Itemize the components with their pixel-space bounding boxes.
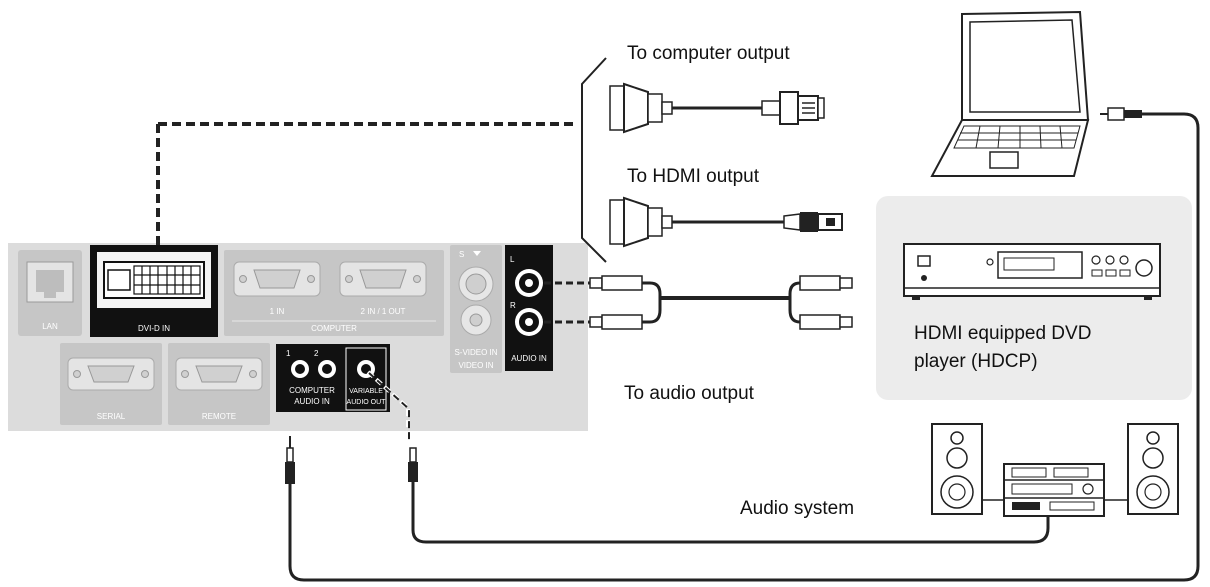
audio-jack-panel: 1 2 COMPUTER AUDIO IN VARIABLE AUDIO OUT <box>276 344 390 412</box>
dvd-player-label-line2: player (HDCP) <box>914 351 1038 372</box>
variable-audio-out-label-2: AUDIO OUT <box>347 399 387 406</box>
hdmi-output-label: To HDMI output <box>627 166 760 187</box>
audio-in-ports: L R AUDIO IN <box>505 245 553 371</box>
right-speaker-icon <box>1127 423 1179 515</box>
stereo-unit-icon <box>1003 463 1105 517</box>
computer-1-in-port: 1 IN <box>233 261 321 316</box>
video-in-label: VIDEO IN <box>458 361 493 370</box>
dvd-player-icon <box>903 243 1161 300</box>
jack-1-label: 1 <box>286 349 291 358</box>
s-video-video-ports: S S-VIDEO IN VIDEO IN <box>450 245 502 373</box>
computer-audio-in-label-1: COMPUTER <box>289 386 335 395</box>
dvi-to-hdmi-cable <box>609 196 843 248</box>
computer-ports: 1 IN 2 IN / 1 OUT COMPUTER <box>224 250 444 336</box>
s-label: S <box>459 250 464 259</box>
audio-system-icon <box>931 423 1179 517</box>
computer-audio-in-label-2: AUDIO IN <box>294 397 330 406</box>
computer-1-in-label: 1 IN <box>270 307 285 316</box>
audio-l-label: L <box>510 255 515 264</box>
audio-r-label: R <box>510 301 516 310</box>
serial-port: SERIAL <box>60 343 162 425</box>
dvi-pin-grid <box>133 265 201 295</box>
rca-audio-cable <box>544 275 853 330</box>
serial-label: SERIAL <box>97 412 126 421</box>
remote-label: REMOTE <box>202 412 236 421</box>
dvi-d-in-label: DVI-D IN <box>138 324 170 333</box>
dvd-player-label-line1: HDMI equipped DVD <box>914 323 1091 344</box>
computer-label: COMPUTER <box>311 324 357 333</box>
audio-output-label: To audio output <box>624 383 755 404</box>
dvi-d-in-port: DVI-D IN <box>90 245 218 337</box>
lan-port: LAN <box>18 250 82 336</box>
laptop-keyboard <box>953 125 1081 149</box>
s-video-in-label: S-VIDEO IN <box>454 348 497 357</box>
left-speaker-icon <box>931 423 983 515</box>
laptop-audio-cable <box>285 107 1200 582</box>
computer-2-in-1-out-port: 2 IN / 1 OUT <box>339 261 427 316</box>
projector-rear-panel: LAN DVI-D IN <box>8 243 588 431</box>
cable-options-bracket <box>581 57 607 263</box>
variable-audio-cable <box>366 370 1050 544</box>
audio-in-label: AUDIO IN <box>511 354 547 363</box>
remote-port: REMOTE <box>168 343 270 425</box>
computer-2-in-1-out-label: 2 IN / 1 OUT <box>361 307 406 316</box>
dvi-to-vga-cable <box>609 82 825 134</box>
lan-label: LAN <box>42 322 58 331</box>
audio-system-label: Audio system <box>740 498 854 519</box>
computer-output-label: To computer output <box>627 43 790 64</box>
variable-audio-out-label-1: VARIABLE <box>349 388 383 395</box>
jack-2-label: 2 <box>314 349 319 358</box>
dvi-dashed-link <box>156 122 578 245</box>
laptop-icon <box>930 10 1090 177</box>
